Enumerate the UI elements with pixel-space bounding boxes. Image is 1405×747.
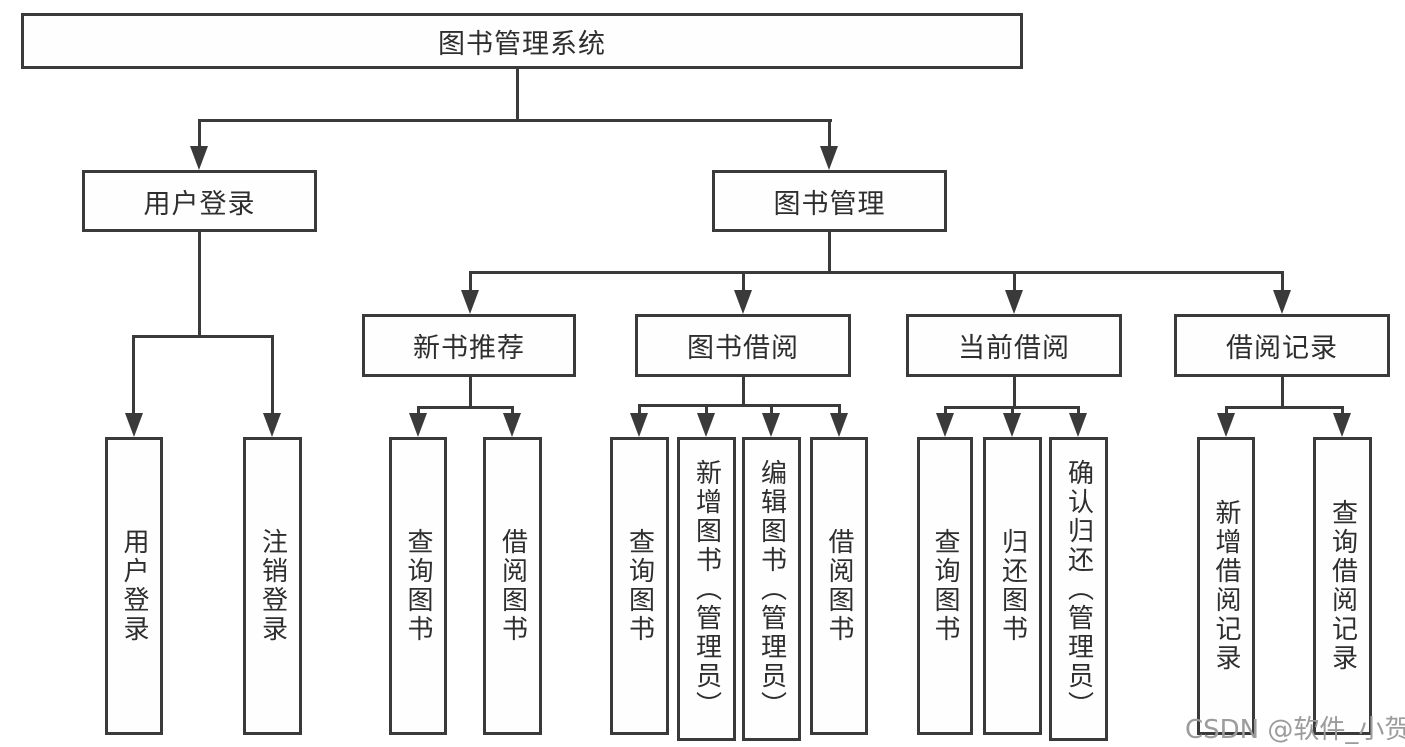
connector-book-mgmt-stem — [828, 232, 831, 274]
connector-drop — [705, 404, 708, 416]
node-logout: 注销登录 — [243, 437, 302, 735]
node-add-books-admin: 新增图书（管理员） — [677, 437, 736, 741]
connector-stem — [742, 377, 745, 407]
arrowhead-down — [820, 146, 838, 170]
connector-drop — [1281, 271, 1284, 293]
leaf-label: 查询图书 — [624, 528, 655, 644]
leaf-label: 注销登录 — [257, 528, 288, 644]
connector-rail — [638, 404, 840, 407]
arrowhead-down — [409, 413, 427, 437]
leaf-label: 查询图书 — [930, 528, 960, 644]
node-query-books-current: 查询图书 — [917, 437, 973, 735]
node-borrow-books: 借阅图书 — [810, 437, 868, 735]
arrowhead-down — [936, 413, 954, 437]
leaf-label: 新增借阅记录 — [1211, 499, 1241, 673]
node-book-management: 图书管理 — [712, 170, 947, 232]
arrowhead-down — [762, 413, 780, 437]
connector-root-stem — [516, 68, 519, 122]
connector-drop — [1011, 406, 1014, 416]
connector-drop — [271, 335, 274, 415]
leaf-label: 用户登录 — [119, 528, 149, 644]
leaf-label: 查询图书 — [403, 528, 433, 644]
node-confirm-return-admin: 确认归还（管理员） — [1049, 437, 1108, 741]
arrowhead-down — [630, 413, 648, 437]
connector-drop — [742, 271, 745, 293]
arrowhead-down — [461, 290, 479, 314]
connector-root-rail — [198, 119, 832, 122]
node-user-login-leaf: 用户登录 — [105, 437, 163, 735]
connector-drop — [132, 335, 135, 415]
leaf-label: 确认归还（管理员） — [1063, 458, 1094, 720]
connector-drop — [1013, 271, 1016, 293]
node-current-borrowing: 当前借阅 — [906, 314, 1122, 377]
connector-drop — [770, 404, 773, 416]
arrowhead-down — [1003, 413, 1021, 437]
arrowhead-down — [734, 290, 752, 314]
connector-stem — [469, 377, 472, 409]
connector-drop — [638, 404, 641, 416]
arrowhead-down — [503, 413, 521, 437]
connector-user-login-drop — [198, 119, 201, 149]
connector-rail — [417, 406, 513, 409]
leaf-label: 归还图书 — [997, 528, 1028, 644]
node-borrow-books-recommend: 借阅图书 — [483, 437, 542, 735]
connector-drop — [417, 406, 420, 416]
node-library-management-system: 图书管理系统 — [21, 13, 1023, 69]
connector-drop — [944, 406, 947, 416]
arrowhead-down — [1333, 413, 1351, 437]
arrowhead-down — [1005, 290, 1023, 314]
node-new-book-recommendation: 新书推荐 — [362, 314, 576, 377]
arrowhead-down — [697, 413, 715, 437]
arrowhead-down — [190, 146, 208, 170]
connector-drop — [1077, 406, 1080, 416]
node-query-books-recommend: 查询图书 — [389, 437, 447, 735]
leaf-label: 查询借阅记录 — [1327, 499, 1358, 673]
node-borrowing-records: 借阅记录 — [1174, 314, 1390, 377]
connector-user-login-stem — [198, 232, 201, 338]
connector-book-mgmt-rail — [469, 271, 1282, 274]
node-edit-books-admin: 编辑图书（管理员） — [742, 437, 801, 741]
connector-user-login-rail — [132, 335, 274, 338]
node-return-books: 归还图书 — [983, 437, 1042, 735]
node-book-borrowing: 图书借阅 — [635, 314, 851, 377]
arrowhead-down — [1273, 290, 1291, 314]
connector-book-mgmt-drop — [828, 119, 831, 149]
arrowhead-down — [125, 413, 143, 437]
connector-drop — [838, 404, 841, 416]
connector-stem — [1281, 377, 1284, 409]
node-query-borrow-record: 查询借阅记录 — [1313, 437, 1372, 735]
csdn-watermark: CSDN @软件_小贺同学 — [1185, 715, 1405, 745]
node-query-books-borrowing: 查询图书 — [610, 437, 669, 735]
connector-rail — [1225, 406, 1343, 409]
arrowhead-down — [263, 413, 281, 437]
leaf-label: 借阅图书 — [497, 528, 528, 644]
leaf-label: 借阅图书 — [824, 528, 854, 644]
leaf-label: 新增图书（管理员） — [691, 458, 722, 720]
arrowhead-down — [1217, 413, 1235, 437]
connector-drop — [1341, 406, 1344, 416]
connector-drop — [1225, 406, 1228, 416]
connector-stem — [1013, 377, 1016, 409]
leaf-label: 编辑图书（管理员） — [756, 458, 787, 720]
arrowhead-down — [830, 413, 848, 437]
connector-drop — [511, 406, 514, 416]
connector-drop — [469, 271, 472, 293]
node-add-borrow-record: 新增借阅记录 — [1197, 437, 1255, 735]
arrowhead-down — [1069, 413, 1087, 437]
node-user-login: 用户登录 — [82, 170, 317, 232]
